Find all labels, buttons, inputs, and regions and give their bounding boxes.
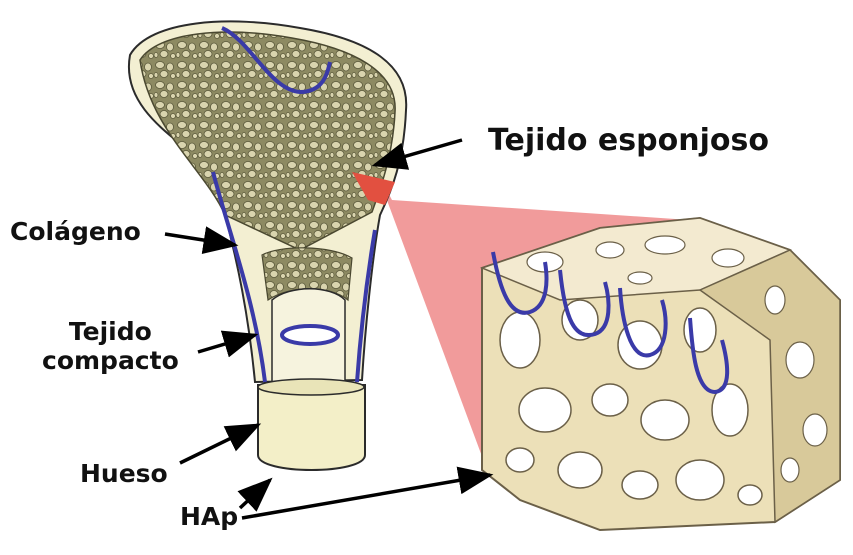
label-tejido-compacto-line1: Tejido: [42, 318, 179, 347]
spongy-lattice-block: [482, 218, 840, 530]
arrow-icon: [180, 425, 258, 463]
marrow-ring: [282, 326, 338, 344]
label-hueso: Hueso: [80, 460, 168, 489]
label-colageno: Colágeno: [10, 218, 141, 247]
arrow-icon: [242, 475, 490, 518]
label-tejido-esponjoso: Tejido esponjoso: [488, 124, 769, 159]
compact-cylinder-top: [258, 379, 364, 395]
spongy-tissue-head: [140, 32, 395, 250]
arrow-icon: [240, 480, 270, 508]
label-tejido-compacto-line2: compacto: [42, 347, 179, 376]
arrow-icon: [198, 335, 255, 352]
arrow-icon: [165, 234, 235, 245]
label-hap: HAp: [180, 503, 238, 532]
compact-cylinder: [258, 385, 365, 470]
label-tejido-compacto: Tejido compacto: [42, 318, 179, 376]
